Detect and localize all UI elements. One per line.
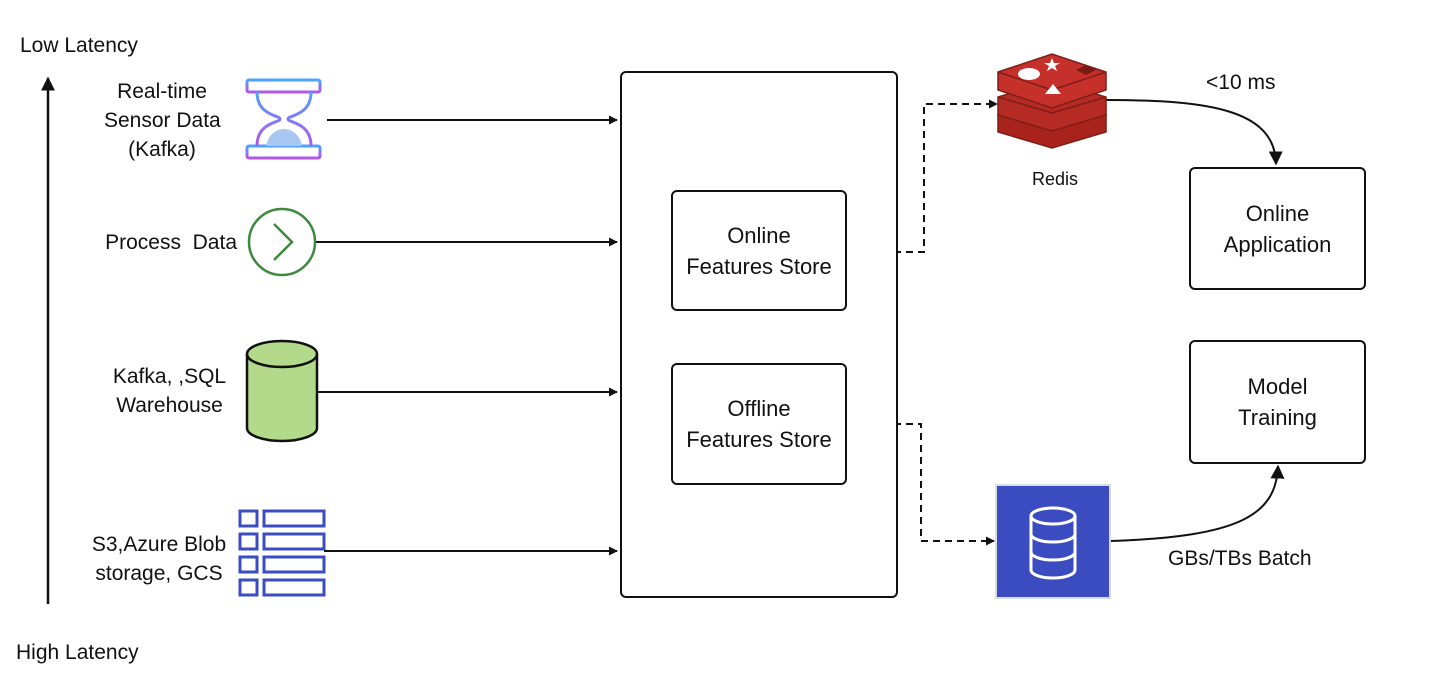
chevron-circle-icon bbox=[247, 207, 317, 277]
redis-logo-icon bbox=[997, 53, 1107, 149]
high-latency-label: High Latency bbox=[16, 641, 139, 664]
low-latency-label: Low Latency bbox=[20, 34, 138, 57]
latency-edge-label: <10 ms bbox=[1206, 71, 1276, 94]
source-label-process: Process Data bbox=[105, 231, 237, 254]
redis-label: Redis bbox=[1032, 169, 1079, 189]
hourglass-icon bbox=[245, 78, 322, 160]
cylinder-database-icon bbox=[245, 339, 319, 443]
edge-database-to-model-training bbox=[1108, 464, 1285, 542]
storage-grid-icon bbox=[238, 509, 326, 597]
edge-redis-to-online-app bbox=[1105, 99, 1283, 166]
batch-edge-label: GBs/TBs Batch bbox=[1168, 547, 1312, 570]
database-icon bbox=[995, 484, 1111, 599]
feature-store-container bbox=[620, 71, 898, 598]
